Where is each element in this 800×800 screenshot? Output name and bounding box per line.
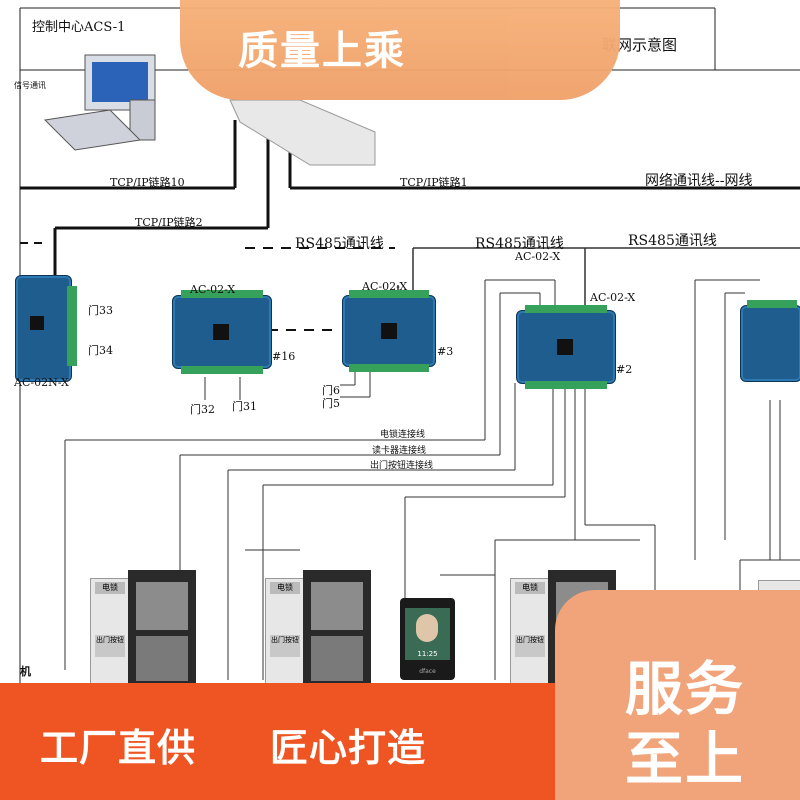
controller-label-2-side: AC-02-X xyxy=(590,291,636,304)
service-text-1: 服务 xyxy=(625,655,746,723)
controller-label-16: AC-02-X xyxy=(190,283,236,296)
face-device-time: 11:25 xyxy=(417,650,438,658)
signal-comm-label: 信号通讯 xyxy=(14,81,46,90)
rs485-label-b: RS485通讯线 xyxy=(475,236,564,252)
control-center-label: 控制中心ACS-1 xyxy=(32,20,126,35)
controller-number-3: #3 xyxy=(437,345,454,358)
exit-label-1: 出门按钮 xyxy=(95,635,125,657)
diagram-title: 联网示意图 xyxy=(602,36,678,54)
controller-label-2-top: AC-02-X xyxy=(515,250,561,263)
controller-board-left xyxy=(15,275,77,382)
exit-label-2: 出门按钮 xyxy=(270,635,300,657)
tcp-link-10-label: TCP/IP链路10 xyxy=(110,176,185,189)
face-recognition-terminal: 11:25 dface xyxy=(400,598,455,680)
door-panel-1: 电锁 出门按钮 xyxy=(90,570,200,685)
exit-button-wire-label: 出门按钮连接线 xyxy=(370,461,434,471)
controller-label-3: AC-02-X xyxy=(362,280,408,293)
top-banner: 质量上乘 xyxy=(180,0,620,100)
machine-label: 机 xyxy=(20,665,31,678)
bottom-text-factory: 工厂直供 xyxy=(40,726,197,770)
door-32-label: 门32 xyxy=(190,403,215,416)
controller-board-2 xyxy=(516,305,616,389)
rs485-label-c: RS485通讯线 xyxy=(628,233,717,249)
tcp-link-1-label: TCP/IP链路1 xyxy=(400,176,468,189)
controller-label-left: AC-02N-X xyxy=(14,376,69,389)
door-31-label: 门31 xyxy=(232,400,257,413)
reader-wire-label: 读卡器连接线 xyxy=(372,446,427,456)
service-text-2: 至上 xyxy=(625,725,746,793)
door-6-label: 门6 xyxy=(322,384,340,397)
face-avatar xyxy=(416,614,438,642)
controller-board-right xyxy=(740,300,800,382)
service-badge: 服务 至上 xyxy=(555,590,800,800)
door-33-label: 门33 xyxy=(88,304,113,317)
door-5-label: 门5 xyxy=(322,397,340,410)
top-banner-text: 质量上乘 xyxy=(238,28,406,74)
face-device-brand: dface xyxy=(419,668,436,675)
lock-label-2: 电锁 xyxy=(270,582,300,594)
tcp-link-2-label: TCP/IP链路2 xyxy=(135,216,203,229)
lock-wire-label: 电锁连接线 xyxy=(380,430,426,440)
door-panel-2: 电锁 出门按钮 xyxy=(265,570,375,685)
door-34-label: 门34 xyxy=(88,344,113,357)
exit-label-3: 出门按钮 xyxy=(515,635,545,657)
controller-board-16 xyxy=(172,290,272,374)
rs485-label-a: RS485通讯线 xyxy=(295,236,384,252)
controller-number-2: #2 xyxy=(616,363,633,376)
bottom-text-craft: 匠心打造 xyxy=(270,726,427,770)
lock-label-3: 电锁 xyxy=(515,582,545,594)
network-line-label: 网络通讯线--网线 xyxy=(645,173,753,189)
lock-label-1: 电锁 xyxy=(95,582,125,594)
controller-board-3 xyxy=(342,290,436,372)
controller-number-16: #16 xyxy=(272,350,296,363)
